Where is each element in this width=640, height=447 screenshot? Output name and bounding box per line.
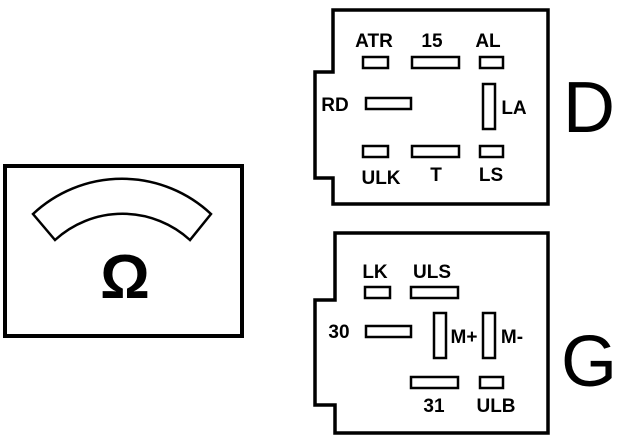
ohm-symbol: Ω xyxy=(100,243,150,312)
pin-slot-15 xyxy=(410,55,461,70)
pin-slot-ulk xyxy=(361,144,390,159)
pin-slot-al xyxy=(478,55,505,70)
pin-label-lk: LK xyxy=(362,262,388,283)
meter-scale-arc xyxy=(31,177,213,242)
pin-label-ulb: ULB xyxy=(476,396,515,417)
pin-label-rd: RD xyxy=(321,95,348,116)
pin-slot-ls xyxy=(478,144,505,159)
ohmmeter: Ω xyxy=(3,164,244,338)
connector-d-outline xyxy=(313,8,550,206)
connector-g-letter: G xyxy=(561,322,617,402)
pin-label-ls: LS xyxy=(479,165,503,186)
pin-slot-lk xyxy=(363,285,392,300)
pin-label-31: 31 xyxy=(423,396,445,417)
ohmmeter-frame xyxy=(3,164,244,338)
pin-label-ulk: ULK xyxy=(361,168,400,189)
pin-slot-uls xyxy=(409,285,460,300)
pin-slot-rd xyxy=(364,96,413,111)
connector-d: ATR 15 AL RD LA ULK T LS xyxy=(313,8,550,206)
pin-label-mminus: M- xyxy=(501,327,523,348)
connector-g: LK ULS 30 M+ M- 31 ULB xyxy=(313,231,550,435)
pin-label-30: 30 xyxy=(328,322,349,343)
pin-label-15: 15 xyxy=(421,31,443,52)
pin-slot-t xyxy=(410,144,461,159)
pin-slot-30 xyxy=(364,324,413,339)
pin-label-mplus: M+ xyxy=(451,327,478,348)
connector-g-outline xyxy=(313,231,550,435)
pin-slot-la xyxy=(481,82,497,131)
pin-label-atr: ATR xyxy=(355,31,393,52)
pin-label-uls: ULS xyxy=(413,262,451,283)
pin-slot-31 xyxy=(409,375,460,390)
pin-slot-mminus xyxy=(481,311,497,360)
pin-slot-ulb xyxy=(478,375,505,390)
pin-label-al: AL xyxy=(475,31,501,52)
pin-slot-atr xyxy=(361,55,390,70)
pin-label-t: T xyxy=(430,165,442,186)
connector-d-letter: D xyxy=(563,68,615,148)
pin-label-la: LA xyxy=(501,98,527,119)
pin-slot-mplus xyxy=(432,311,448,360)
